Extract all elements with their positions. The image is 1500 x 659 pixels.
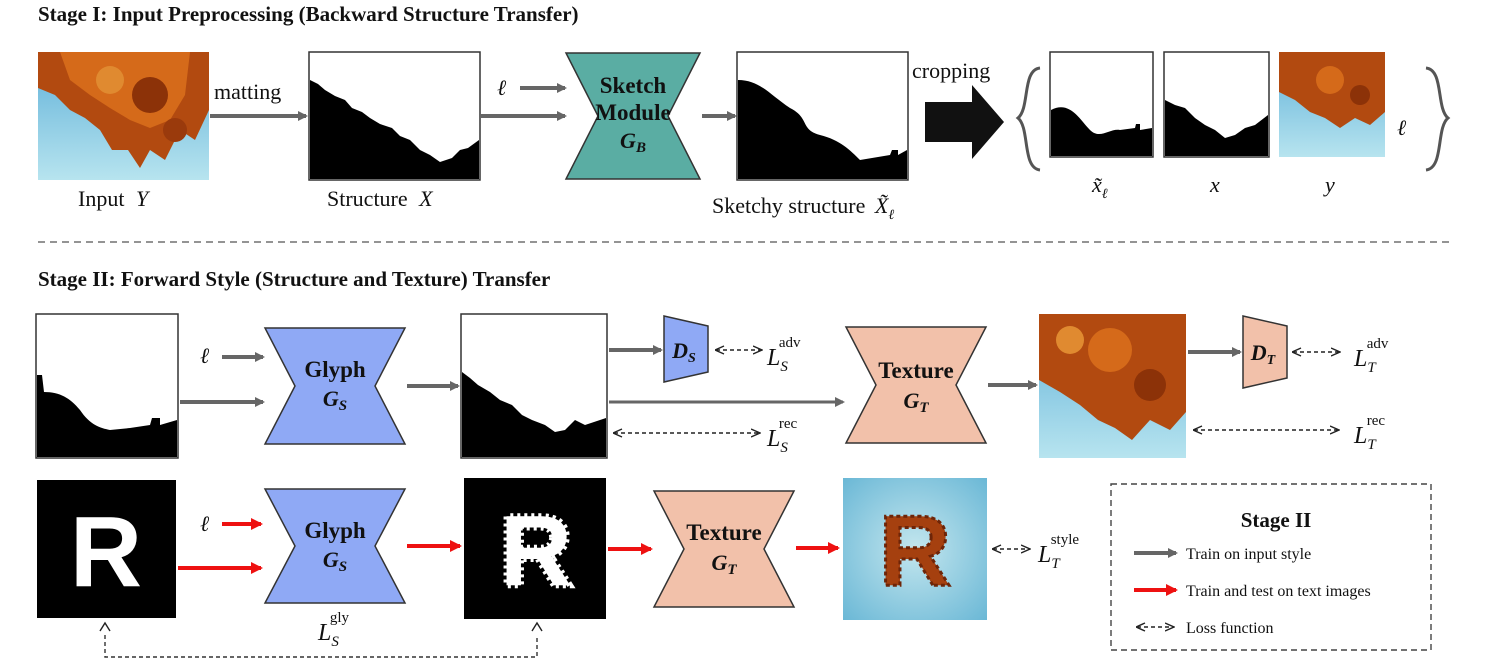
loss-t-rec: LTrec [1353,413,1385,453]
legend-title: Stage II [1241,508,1312,532]
svg-text:Texture: Texture [878,358,953,383]
label-matting: matting [214,79,281,104]
gly-loss-bracket [104,635,538,658]
svg-text:R: R [879,495,951,607]
gly-loss-arrowhead-left [99,621,111,632]
brace-left [1015,66,1041,172]
loss-t-adv: LTadv [1353,336,1389,376]
crop-y [1279,52,1385,157]
legend-dashed-label: Loss function [1186,620,1274,637]
loss-s-adv: LSadv [766,335,801,375]
crop-x-tilde [1049,51,1154,158]
svg-text:Module: Module [595,100,670,125]
crop-label-x-tilde: x̃ℓ [1091,172,1108,202]
legend-red-label: Train and test on text images [1186,583,1371,600]
crop-param-l: ℓ [1397,115,1407,140]
svg-text:GB: GB [620,128,646,156]
crop-label-y: y [1323,172,1335,197]
cropping-arrow [925,85,1004,159]
crop-label-x: x [1209,172,1220,197]
param-l-stage1: ℓ [497,75,507,100]
legend: Stage II Train on input style Train and … [1110,483,1432,651]
svg-text:GS: GS [323,547,347,575]
glyph-network-row2: Glyph GS [263,488,407,604]
label-input: Input Y [78,186,151,211]
sketchy-structure-image [736,51,909,181]
svg-text:R: R [500,495,572,607]
svg-text:Glyph: Glyph [304,357,366,382]
texture-network-row2: Texture GT [652,490,796,608]
structure-image [308,51,481,181]
svg-text:Texture: Texture [686,520,761,545]
label-structure: Structure X [327,186,434,211]
loss-s-rec: LSrec [766,416,798,456]
svg-text:GT: GT [903,388,929,416]
stage2-structure-output [460,313,608,459]
svg-text:GT: GT [711,550,737,578]
svg-text:Sketch: Sketch [600,73,667,98]
label-cropping: cropping [912,58,990,83]
param-l-stage2-row2: ℓ [200,511,210,536]
svg-text:DT: DT [1250,340,1277,368]
label-sketchy-structure: Sketchy structure X̃ℓ [712,193,894,223]
svg-text:Glyph: Glyph [304,518,366,543]
text-glyph-input: R [37,480,176,618]
discriminator-dt: DT [1242,315,1288,389]
input-image [38,52,209,180]
sketch-module: Sketch Module GB [564,52,702,180]
stage2-structure-input [35,313,179,459]
brace-right [1425,66,1451,172]
svg-text:GS: GS [323,386,347,414]
loss-s-gly: LSgly [317,610,350,650]
gly-loss-arrowhead-right [531,621,543,632]
stage2-texture-output [1039,314,1186,458]
stage1-title: Stage I: Input Preprocessing (Backward S… [38,2,579,26]
loss-t-style: LTstyle [1037,532,1079,572]
texture-network-row1: Texture GT [844,326,988,444]
legend-gray-label: Train on input style [1186,546,1311,563]
text-stylized-output: R [843,478,987,620]
crop-x [1163,51,1270,158]
svg-text:DS: DS [671,338,696,366]
stage2-title: Stage II: Forward Style (Structure and T… [38,267,550,291]
param-l-stage2-row1: ℓ [200,343,210,368]
glyph-network-row1: Glyph GS [263,327,407,445]
text-stylized-structure: R [464,478,606,619]
svg-text:R: R [70,496,142,608]
discriminator-ds: DS [663,315,709,383]
